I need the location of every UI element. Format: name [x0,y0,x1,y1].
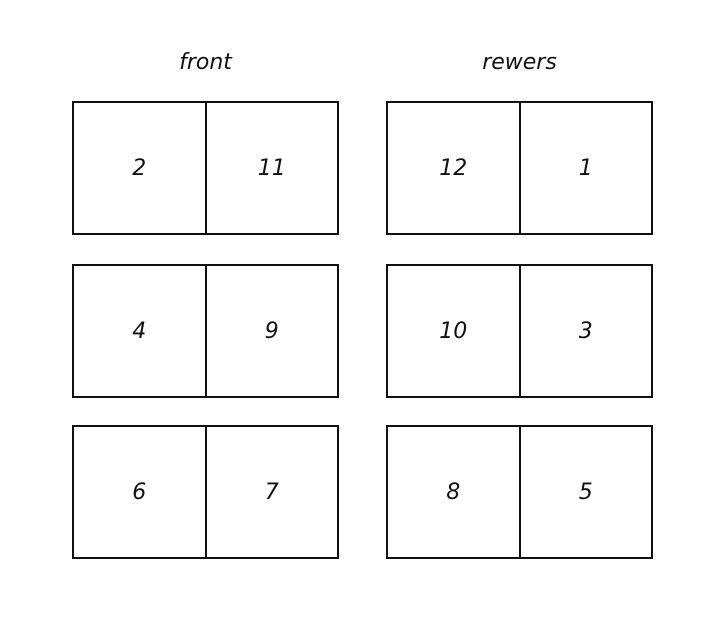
page-number: 8 [388,427,521,557]
column-title-back: rewers [482,50,557,75]
column-title-front: front [179,50,232,75]
front-sheet-3: 6 7 [72,425,339,559]
back-sheet-3: 8 5 [386,425,653,559]
page-number: 6 [74,427,207,557]
page-number: 10 [388,266,521,396]
page-number: 3 [578,318,593,344]
page-number: 1 [578,155,593,181]
page-number: 4 [74,266,207,396]
back-sheet-1: 12 1 [386,101,653,235]
page-number: 12 [388,103,521,233]
page-number: 11 [257,155,286,181]
page-number: 7 [264,479,279,505]
page-number: 9 [264,318,279,344]
front-sheet-2: 4 9 [72,264,339,398]
front-sheet-1: 2 11 [72,101,339,235]
back-sheet-2: 10 3 [386,264,653,398]
page-number: 2 [74,103,207,233]
page-number: 5 [578,479,593,505]
